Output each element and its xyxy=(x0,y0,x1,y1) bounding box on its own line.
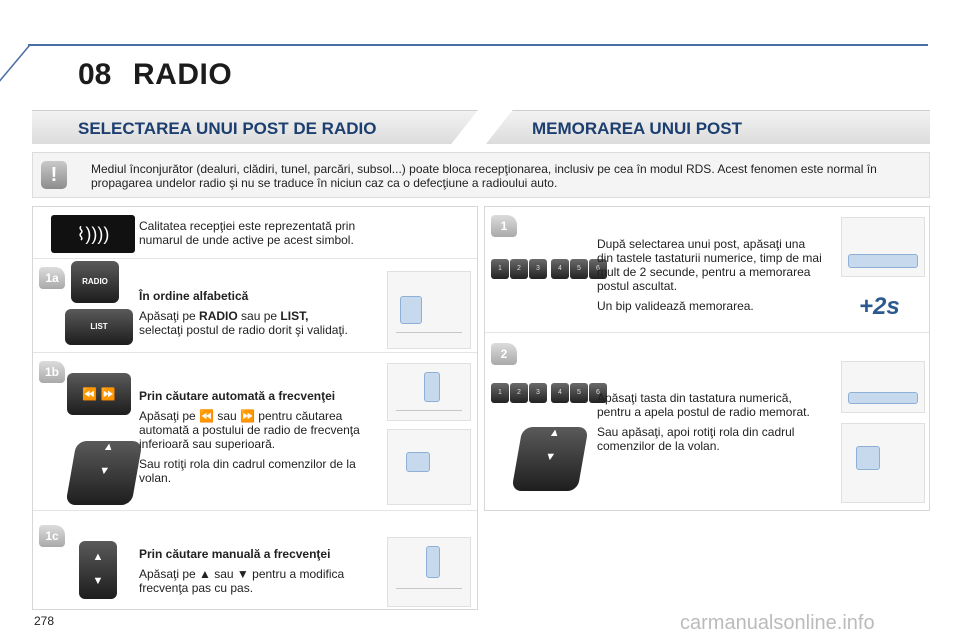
mem-2-p1: Apăsaţi tasta din tastatura numerică, pe… xyxy=(597,391,810,419)
row-1a: 1a RADIO LIST În ordine alfabetică Apăsa… xyxy=(33,259,477,353)
badge-1: 1 xyxy=(491,215,517,237)
steering-wheel-roller-icon: ▲▼ xyxy=(65,441,143,505)
chapter-title: RADIO xyxy=(133,58,233,91)
step-1a-list-label: LIST, xyxy=(280,309,309,323)
chapter-header xyxy=(0,44,928,102)
seek-buttons[interactable]: ⏪ ⏩ xyxy=(67,373,131,415)
step-1b-title: Prin căutare automată a frecvenţei xyxy=(139,389,336,403)
section-title-select-station: SELECTAREA UNUI POST DE RADIO xyxy=(32,110,478,144)
hold-two-seconds-icon: +2s xyxy=(859,293,900,320)
step-1c-text: Prin căutare manuală a frecvenţei Apăsaţ… xyxy=(139,547,365,595)
steering-wheel-illustration xyxy=(387,429,471,505)
exclamation-icon: ! xyxy=(41,161,67,189)
step-1a-post: selectaţi postul de radio dorit şi valid… xyxy=(139,323,348,337)
badge-1c: 1c xyxy=(39,525,65,547)
seek-panel-illustration xyxy=(387,363,471,421)
chapter-number: 08 xyxy=(78,58,112,91)
mem-1-text: După selectarea unui post, apăsaţi una d… xyxy=(597,237,823,313)
row-mem-1: 1 1 2 3 4 5 6 După selectarea unui post,… xyxy=(485,207,929,333)
section-title-store-station: MEMORAREA UNUI POST xyxy=(486,110,930,144)
step-1a-title: În ordine alfabetică xyxy=(139,289,249,303)
badge-1b: 1b xyxy=(39,361,65,383)
up-down-buttons[interactable]: ▲▼ xyxy=(79,541,117,599)
mem-2-p2: Sau apăsaţi, apoi rotiţi rola din cadrul… xyxy=(597,425,795,453)
right-panel: 1 1 2 3 4 5 6 După selectarea unui post,… xyxy=(484,206,930,511)
step-1c-p1: Apăsaţi pe ▲ sau ▼ pentru a modifica fre… xyxy=(139,567,345,595)
watermark: carmanualsonline.info xyxy=(680,612,875,634)
mem-1-p1: După selectarea unui post, apăsaţi una d… xyxy=(597,237,822,293)
mem-2-text: Apăsaţi tasta din tastatura numerică, pe… xyxy=(597,391,829,453)
page-number: 278 xyxy=(34,614,55,628)
step-1c-title: Prin căutare manuală a frecvenţei xyxy=(139,547,331,561)
step-1a-radio-label: RADIO xyxy=(199,309,238,323)
steering-wheel-roller-icon-2: ▲▼ xyxy=(511,427,589,491)
row-1c: 1c ▲▼ Prin căutare manuală a frecvenţei … xyxy=(33,511,477,611)
step-1a-mid: sau pe xyxy=(237,309,281,323)
badge-2: 2 xyxy=(491,343,517,365)
mem-1-p2: Un bip validează memorarea. xyxy=(597,299,754,313)
signal-icon: ⌇)))) xyxy=(51,215,135,253)
step-1b-p2: Sau rotiţi rola din cadrul comenzilor de… xyxy=(139,457,356,485)
radio-panel-illustration xyxy=(387,271,471,349)
signal-text: Calitatea recepţiei este reprezentată pr… xyxy=(139,219,356,247)
step-1b-text: Prin căutare automată a frecvenţei Apăsa… xyxy=(139,389,365,485)
warning-text: Mediul înconjurător (dealuri, clădiri, t… xyxy=(91,162,877,190)
badge-1a: 1a xyxy=(39,267,65,289)
row-signal: ⌇)))) Calitatea recepţiei este reprezent… xyxy=(33,207,477,259)
row-mem-2: 2 1 2 3 4 5 6 ▲▼ Apăsaţi tasta din tasta… xyxy=(485,333,929,511)
keypad-illustration-2 xyxy=(841,361,925,413)
radio-button[interactable]: RADIO xyxy=(71,261,119,303)
step-1a-pre: Apăsaţi pe xyxy=(139,309,200,323)
list-button[interactable]: LIST xyxy=(65,309,133,345)
numeric-keypad-2[interactable]: 1 2 3 4 5 6 xyxy=(491,383,607,403)
steering-wheel-illustration-2 xyxy=(841,423,925,503)
manual-tune-illustration xyxy=(387,537,471,607)
keypad-illustration xyxy=(841,217,925,277)
numeric-keypad[interactable]: 1 2 3 4 5 6 xyxy=(491,259,607,279)
row-1b: 1b ⏪ ⏩ ▲▼ Prin căutare automată a frecve… xyxy=(33,353,477,511)
step-1a-text: În ordine alfabetică Apăsaţi pe RADIO sa… xyxy=(139,289,379,337)
warning-box: ! Mediul înconjurător (dealuri, clădiri,… xyxy=(32,152,930,198)
step-1b-p1: Apăsaţi pe ⏪ sau ⏩ pentru căutarea autom… xyxy=(139,409,360,451)
left-panel: ⌇)))) Calitatea recepţiei este reprezent… xyxy=(32,206,478,610)
